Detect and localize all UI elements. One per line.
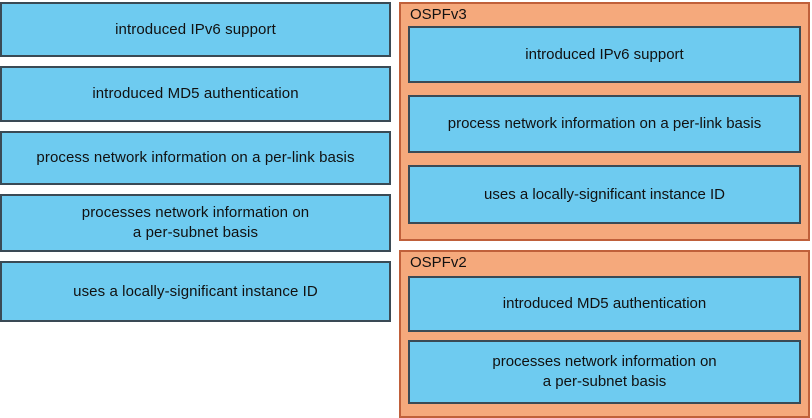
- statement-card-instance-id[interactable]: uses a locally-significant instance ID: [408, 165, 801, 224]
- statement-card-label: process network information on a per-lin…: [36, 149, 355, 166]
- statement-card-per-link-basis[interactable]: process network information on a per-lin…: [0, 131, 391, 185]
- drop-zone-ospfv3[interactable]: OSPFv3 introduced IPv6 support process n…: [399, 2, 810, 241]
- statement-card-per-subnet-basis[interactable]: processes network information on a per-s…: [408, 340, 801, 404]
- drop-zone-ospfv2[interactable]: OSPFv2 introduced MD5 authentication pro…: [399, 250, 810, 418]
- statement-card-label: introduced IPv6 support: [115, 20, 276, 38]
- statement-card-label: process network information on a per-lin…: [447, 115, 762, 132]
- statement-card-instance-id[interactable]: uses a locally-significant instance ID: [0, 261, 391, 322]
- statement-card-per-subnet-basis[interactable]: processes network information on a per-s…: [0, 194, 391, 252]
- statement-card-label: uses a locally-significant instance ID: [73, 282, 318, 300]
- statement-card-label: introduced IPv6 support: [525, 45, 684, 63]
- statement-card-md5-authentication[interactable]: introduced MD5 authentication: [0, 66, 391, 122]
- statement-card-ipv6-support[interactable]: introduced IPv6 support: [0, 2, 391, 57]
- statement-card-md5-authentication[interactable]: introduced MD5 authentication: [408, 276, 801, 332]
- drop-zone-title-ospfv2: OSPFv2: [410, 254, 467, 271]
- statement-card-label: processes network information on a per-s…: [492, 353, 717, 390]
- statement-card-label: processes network information on a per-s…: [81, 204, 310, 241]
- unsorted-statement-bank: introduced IPv6 support introduced MD5 a…: [0, 0, 393, 330]
- drop-zone-title-ospfv3: OSPFv3: [410, 6, 467, 23]
- statement-card-per-link-basis[interactable]: process network information on a per-lin…: [408, 95, 801, 153]
- statement-card-label: introduced MD5 authentication: [502, 295, 707, 312]
- statement-card-label: uses a locally-significant instance ID: [484, 185, 725, 203]
- statement-card-label: introduced MD5 authentication: [92, 85, 299, 102]
- statement-card-ipv6-support[interactable]: introduced IPv6 support: [408, 26, 801, 83]
